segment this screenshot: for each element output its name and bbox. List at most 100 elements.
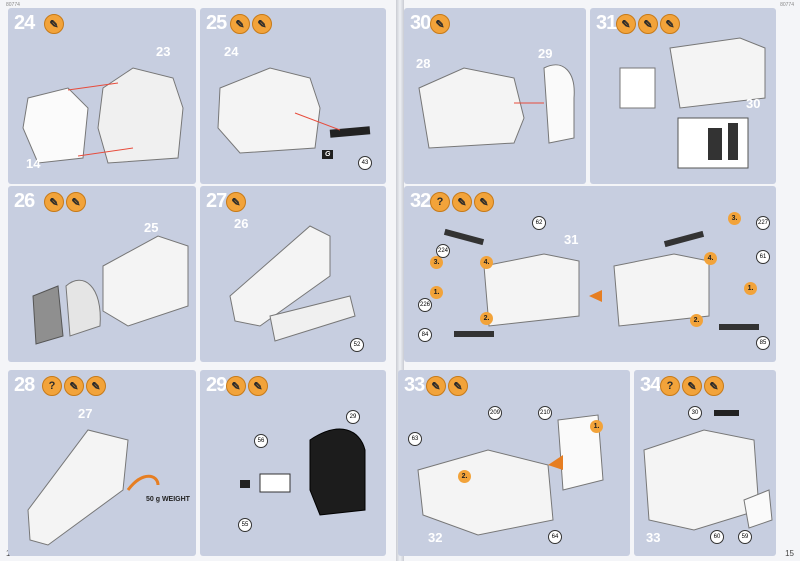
step-order-3b: 3. (728, 212, 741, 225)
assembly-drawing (240, 428, 366, 516)
step-order-4b: 4. (704, 252, 717, 265)
step-panel-24: 24 ✎ 23 14 (8, 8, 196, 184)
tool-badges: ✎ ✎ (426, 376, 468, 396)
color-ref-tag: G (322, 150, 334, 159)
brush-icon: ✎ (66, 192, 86, 212)
sprue-ref: 52 (350, 338, 364, 352)
tool-badges: ✎ ✎ ✎ (616, 14, 680, 34)
doc-code-right: 80774 (780, 2, 794, 8)
assembly-drawing (32, 235, 189, 345)
tool-badges: ✎ (44, 14, 64, 34)
step-panel-31: 31 ✎ ✎ ✎ 30 (590, 8, 776, 184)
paint-icon: ✎ (44, 192, 64, 212)
assembly-drawing (22, 67, 184, 164)
part-label: 31 (564, 232, 579, 247)
brush-icon: ✎ (704, 376, 724, 396)
sprue-ref: 43 (358, 156, 372, 170)
step-order-2b: 2. (690, 314, 703, 327)
part-label: 23 (156, 44, 171, 59)
sprue-ref-85: 85 (756, 336, 770, 350)
step-number: 25 (206, 12, 227, 34)
glue-icon: ✎ (660, 14, 680, 34)
tool-badges: ✎ (430, 14, 450, 34)
part-label-14: 14 (26, 156, 41, 171)
step-panel-26: 26 ✎ ✎ 25 (8, 186, 196, 362)
question-icon: ? (42, 376, 62, 396)
part-label: 33 (646, 530, 661, 545)
tool-badges: ✎ ✎ (226, 376, 268, 396)
paint-icon: ✎ (64, 376, 84, 396)
step-number: 26 (14, 190, 35, 212)
part-label: 26 (234, 216, 249, 231)
brush-icon: ✎ (638, 14, 658, 34)
assembly-drawing (417, 414, 604, 536)
part-label: 24 (224, 44, 239, 59)
sprue-ref-209: 209 (488, 406, 502, 420)
sprue-ref-210: 210 (538, 406, 552, 420)
step-number: 33 (404, 374, 425, 396)
part-label: 30 (746, 96, 761, 111)
step-order-1b: 1. (744, 282, 757, 295)
assembly-drawing (619, 37, 766, 169)
brush-icon: ✎ (86, 376, 106, 396)
step-number: 28 (14, 374, 35, 396)
tool-badges: ✎ (226, 192, 246, 212)
sprue-ref: 29 (346, 410, 360, 424)
tool-badges: ? ✎ ✎ (430, 192, 494, 212)
step-panel-29: 29 ✎ ✎ 29 56 55 (200, 370, 386, 556)
tool-badges: ? ✎ ✎ (660, 376, 724, 396)
step-number: 27 (206, 190, 227, 212)
brush-icon: ✎ (448, 376, 468, 396)
step-panel-30: 30 ✎ 28 29 (404, 8, 586, 184)
spine (396, 0, 404, 561)
paint-icon: ✎ (430, 14, 450, 34)
step-order-1: 1. (590, 420, 603, 433)
part-label: 28 (416, 56, 431, 71)
step-number: 34 (640, 374, 661, 396)
brush-icon: ✎ (248, 376, 268, 396)
question-icon: ? (430, 192, 450, 212)
assembly-drawing (443, 228, 759, 337)
question-icon: ? (660, 376, 680, 396)
paint-icon: ✎ (426, 376, 446, 396)
sprue-ref-60: 60 (710, 530, 724, 544)
paint-icon: ✎ (226, 376, 246, 396)
assembly-drawing (27, 429, 160, 546)
weight-label: 50 g WEIGHT (146, 496, 190, 503)
paint-icon: ✎ (452, 192, 472, 212)
assembly-drawing (418, 64, 575, 149)
step-order-2: 2. (480, 312, 493, 325)
paint-icon: ✎ (44, 14, 64, 34)
sprue-ref-224: 224 (436, 244, 450, 258)
sprue-ref-84: 84 (418, 328, 432, 342)
sprue-ref-226: 226 (418, 298, 432, 312)
part-label: 27 (78, 406, 93, 421)
step-number: 31 (596, 12, 617, 34)
step-order-2: 2. (458, 470, 471, 483)
step-panel-32: 32 ? ✎ ✎ 31 3. 4. 1. 2. 3. 4. 1. 2. 62 2… (404, 186, 776, 362)
brush-icon: ✎ (252, 14, 272, 34)
page-number-right: 15 (785, 549, 794, 558)
step-panel-34: 34 ? ✎ ✎ 33 30 60 59 (634, 370, 776, 556)
assembly-drawing (643, 410, 773, 531)
assembly-drawing (229, 225, 356, 342)
sprue-ref-55: 55 (238, 518, 252, 532)
sprue-ref-227: 227 (756, 216, 770, 230)
part-label-29: 29 (538, 46, 553, 61)
assembly-drawing (217, 67, 371, 154)
step-number: 32 (410, 190, 431, 212)
sprue-ref-56: 56 (254, 434, 268, 448)
part-label: 32 (428, 530, 443, 545)
step-panel-27: 27 ✎ 26 52 (200, 186, 386, 362)
doc-code: 80774 (6, 2, 20, 8)
part-label: 25 (144, 220, 159, 235)
sprue-ref-63: 63 (408, 432, 422, 446)
step-number: 30 (410, 12, 431, 34)
step-order-3: 3. (430, 256, 443, 269)
brush-icon: ✎ (474, 192, 494, 212)
step-panel-25: 25 ✎ ✎ 24 G 43 (200, 8, 386, 184)
step-order-4: 4. (480, 256, 493, 269)
paint-icon: ✎ (230, 14, 250, 34)
sprue-ref-59: 59 (738, 530, 752, 544)
paint-icon: ✎ (616, 14, 636, 34)
